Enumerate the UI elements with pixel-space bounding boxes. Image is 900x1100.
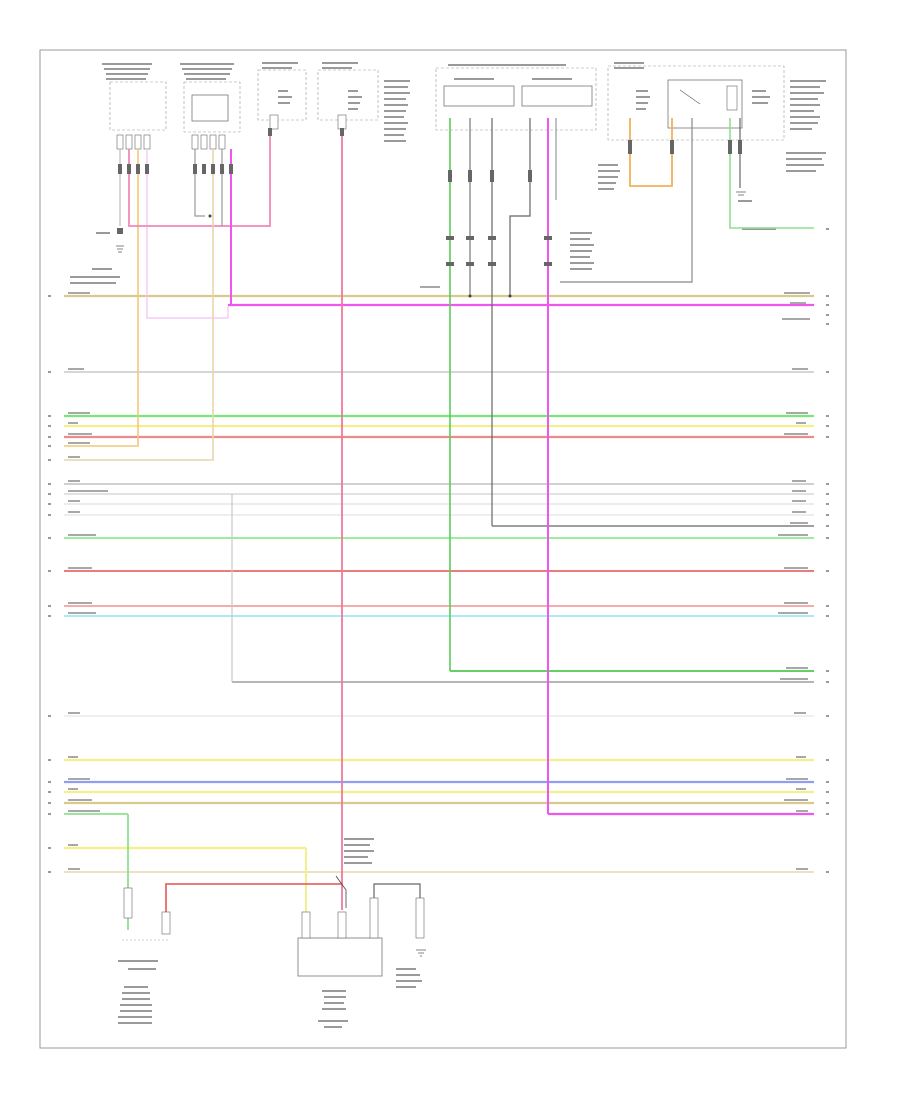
fuse-block-1-outline xyxy=(257,69,307,121)
component-2-terminals xyxy=(191,134,226,150)
relay-coil xyxy=(726,85,738,111)
module-sub-right xyxy=(521,85,593,107)
component-group-bottom xyxy=(122,875,425,977)
component-1-terminals xyxy=(116,134,151,150)
fuse-block-2-outline xyxy=(317,69,379,121)
component-2-body xyxy=(191,94,229,122)
vertical-wires xyxy=(64,118,814,940)
control-module-body xyxy=(297,937,383,977)
wire-tags xyxy=(68,286,810,870)
relay-outline xyxy=(607,65,785,141)
component-1-outline xyxy=(109,81,167,131)
fuse-2 xyxy=(337,114,347,130)
edge-ticks xyxy=(48,228,829,873)
connector-ticks xyxy=(117,128,742,266)
fuse-1 xyxy=(269,114,279,130)
label-marks xyxy=(70,62,826,1028)
component-2-outline xyxy=(183,81,241,133)
module-outline xyxy=(435,67,597,131)
horizontal-wires xyxy=(64,294,814,873)
module-sub-left xyxy=(443,85,515,107)
ground-symbols xyxy=(116,191,746,957)
diagram-border xyxy=(39,49,847,1049)
component-group-top xyxy=(109,65,785,150)
junction-dots xyxy=(208,214,512,298)
